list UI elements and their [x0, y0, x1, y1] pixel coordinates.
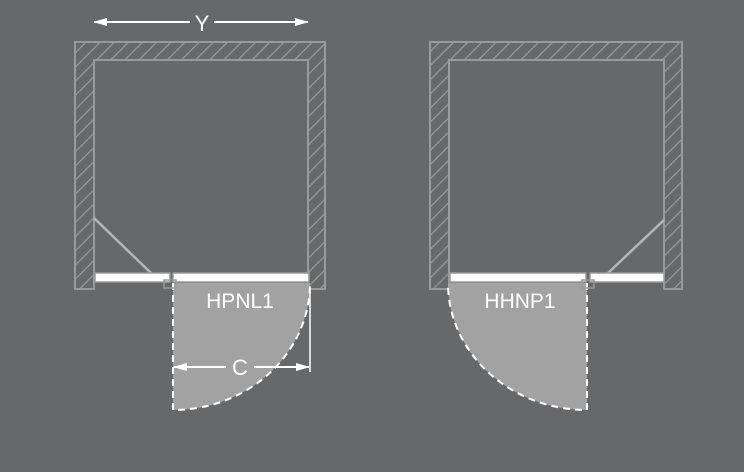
glass-door: [449, 272, 587, 283]
width-dimension: Y: [93, 11, 309, 36]
door-swing-area: [448, 283, 587, 410]
width-label: Y: [195, 11, 210, 36]
fixed-panel-line: [606, 219, 665, 275]
layout-hpnl1: HPNL1 C: [74, 41, 326, 412]
fixed-panel-line: [93, 217, 153, 275]
glass-panel: [589, 272, 665, 283]
opening-label: C: [232, 355, 248, 380]
hinge-icon: [581, 279, 595, 289]
wall: [74, 41, 326, 290]
wall: [429, 41, 683, 290]
layout-code: HHNP1: [484, 290, 555, 313]
door-swing-arc: [447, 282, 588, 412]
door-swing-area: [173, 283, 310, 410]
glass-door: [172, 272, 310, 283]
glass-panel: [94, 272, 171, 283]
hinge-icon: [163, 279, 177, 289]
layout-code: HPNL1: [206, 290, 274, 313]
layout-hhnp1: HHNP1: [429, 41, 683, 412]
door-swing-arc: [172, 282, 311, 412]
